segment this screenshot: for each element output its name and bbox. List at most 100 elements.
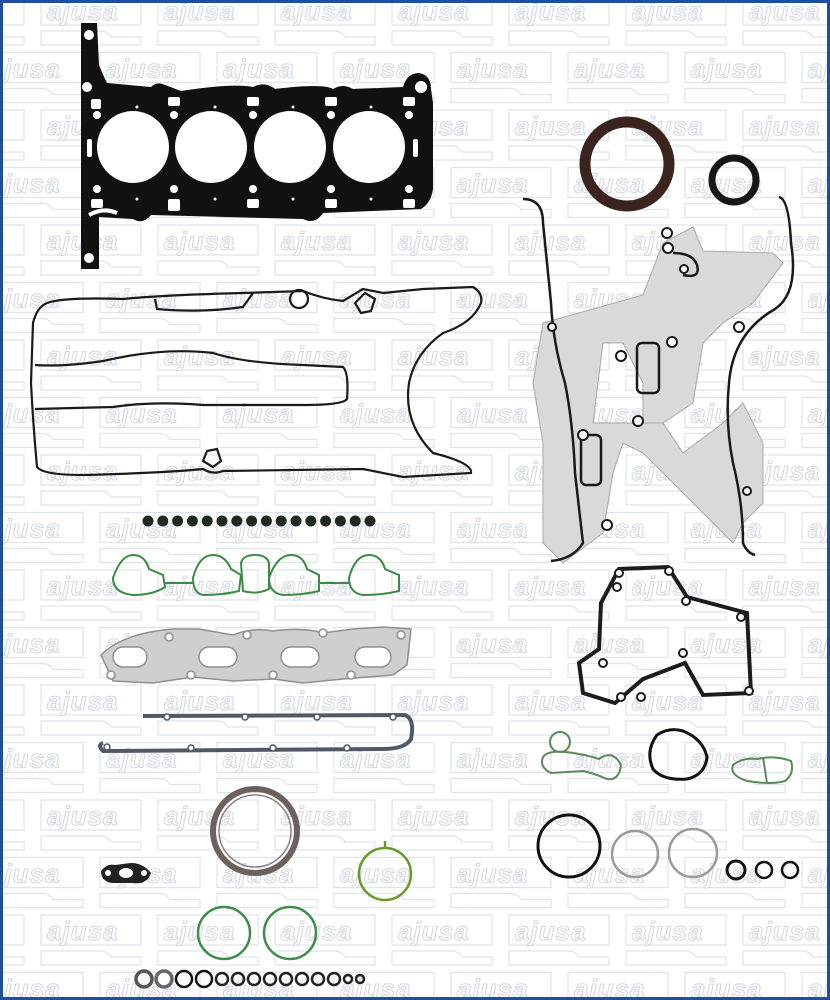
valve-stem-seal <box>201 515 213 527</box>
watermark-logo: ajusa <box>216 51 318 104</box>
watermark-text: ajusa <box>340 399 412 429</box>
watermark-logo: ajusa <box>157 3 259 46</box>
watermark-text: ajusa <box>632 801 704 831</box>
watermark-logo: ajusa <box>274 569 376 621</box>
watermark-text: ajusa <box>3 514 61 544</box>
watermark-text: ajusa <box>398 3 470 26</box>
watermark-text: ajusa <box>632 916 704 946</box>
o-ring <box>354 973 366 985</box>
watermark-text: ajusa <box>164 226 236 256</box>
watermark-text: ajusa <box>574 744 646 774</box>
watermark-logo: ajusa <box>450 511 552 564</box>
watermark-text: ajusa <box>3 169 61 199</box>
watermark-logo: ajusa <box>216 511 318 564</box>
watermark-logo: ajusa <box>508 3 610 46</box>
valve-stem-seal <box>290 515 302 527</box>
water-pump-gasket <box>576 564 754 706</box>
valve-stem-seals <box>142 515 376 527</box>
watermark-text: ajusa <box>632 3 704 26</box>
watermark-logo: ajusa <box>3 684 25 736</box>
watermark-logo: ajusa <box>508 109 610 161</box>
oil-pan-gasket <box>98 712 415 754</box>
watermark-text: ajusa <box>281 226 353 256</box>
watermark-logo: ajusa <box>508 569 610 621</box>
watermark-logo: ajusa <box>3 109 25 161</box>
watermark-text: ajusa <box>3 629 61 659</box>
valve-stem-seal <box>364 515 376 527</box>
o-ring <box>194 969 214 989</box>
watermark-logo: ajusa <box>99 741 201 794</box>
watermark-text: ajusa <box>340 54 412 84</box>
valve-stem-seal <box>157 515 169 527</box>
watermark-text: ajusa <box>749 571 821 601</box>
watermark-logo: ajusa <box>742 224 827 276</box>
valve-stem-seal <box>186 515 198 527</box>
watermark-logo: ajusa <box>40 914 142 966</box>
watermark-text: ajusa <box>457 399 529 429</box>
watermark-logo: ajusa <box>40 454 142 506</box>
watermark-logo: ajusa <box>625 3 727 46</box>
watermark-logo: ajusa <box>742 109 827 161</box>
watermark-text: ajusa <box>749 341 821 371</box>
intake-manifold-gasket <box>111 553 400 597</box>
cylinder-head-gasket <box>81 23 433 269</box>
watermark-text: ajusa <box>164 686 236 716</box>
o-ring <box>154 969 174 989</box>
watermark-logo: ajusa <box>742 799 827 851</box>
watermark-logo: ajusa <box>801 166 827 219</box>
watermark-text: ajusa <box>808 399 830 429</box>
watermark-text: ajusa <box>3 744 61 774</box>
o-ring <box>262 971 278 987</box>
watermark-text: ajusa <box>106 54 178 84</box>
watermark-text: ajusa <box>515 686 587 716</box>
watermark-text: ajusa <box>515 226 587 256</box>
watermark-logo: ajusa <box>40 799 142 851</box>
watermark-text: ajusa <box>47 571 119 601</box>
o-ring <box>310 971 326 987</box>
crankshaft-seal-small <box>708 154 760 206</box>
watermark-logo: ajusa <box>508 799 610 851</box>
watermark-text: ajusa <box>47 3 119 26</box>
valve-stem-seal <box>349 515 361 527</box>
watermark-logo: ajusa <box>274 3 376 46</box>
watermark-text: ajusa <box>281 3 353 26</box>
watermark-logo: ajusa <box>333 856 435 909</box>
watermark-text: ajusa <box>398 341 470 371</box>
watermark-text: ajusa <box>457 744 529 774</box>
watermark-logo: ajusa <box>567 626 669 679</box>
watermark-logo: ajusa <box>333 396 435 449</box>
valve-stem-seal <box>260 515 272 527</box>
watermark-text: ajusa <box>515 916 587 946</box>
valve-stem-seal <box>231 515 243 527</box>
watermark-logo: ajusa <box>157 224 259 276</box>
green-o-rings <box>196 905 318 961</box>
watermark-text: ajusa <box>398 226 470 256</box>
watermark-text: ajusa <box>574 629 646 659</box>
watermark-text: ajusa <box>223 974 295 1000</box>
watermark-text: ajusa <box>398 571 470 601</box>
watermark-text: ajusa <box>515 3 587 26</box>
crankshaft-seal-large <box>579 116 675 212</box>
watermark-logo: ajusa <box>391 339 493 391</box>
egr-gasket <box>101 863 151 884</box>
watermark-logo: ajusa <box>567 971 669 997</box>
watermark-logo: ajusa <box>450 166 552 219</box>
watermark-logo: ajusa <box>274 224 376 276</box>
watermark-logo: ajusa <box>274 684 376 736</box>
watermark-logo: ajusa <box>391 684 493 736</box>
watermark-text: ajusa <box>398 686 470 716</box>
watermark-logo: ajusa <box>3 281 84 334</box>
watermark-text: ajusa <box>47 916 119 946</box>
watermark-text: ajusa <box>749 801 821 831</box>
watermark-text: ajusa <box>398 916 470 946</box>
watermark-logo: ajusa <box>3 3 25 46</box>
watermark-logo: ajusa <box>450 971 552 997</box>
watermark-logo: ajusa <box>99 51 201 104</box>
watermark-logo: ajusa <box>684 971 786 997</box>
watermark-logo: ajusa <box>801 396 830 449</box>
o-ring <box>214 971 230 987</box>
o-ring <box>278 971 294 987</box>
watermark-text: ajusa <box>515 571 587 601</box>
o-ring <box>174 969 194 989</box>
exhaust-manifold-gasket <box>100 626 412 684</box>
